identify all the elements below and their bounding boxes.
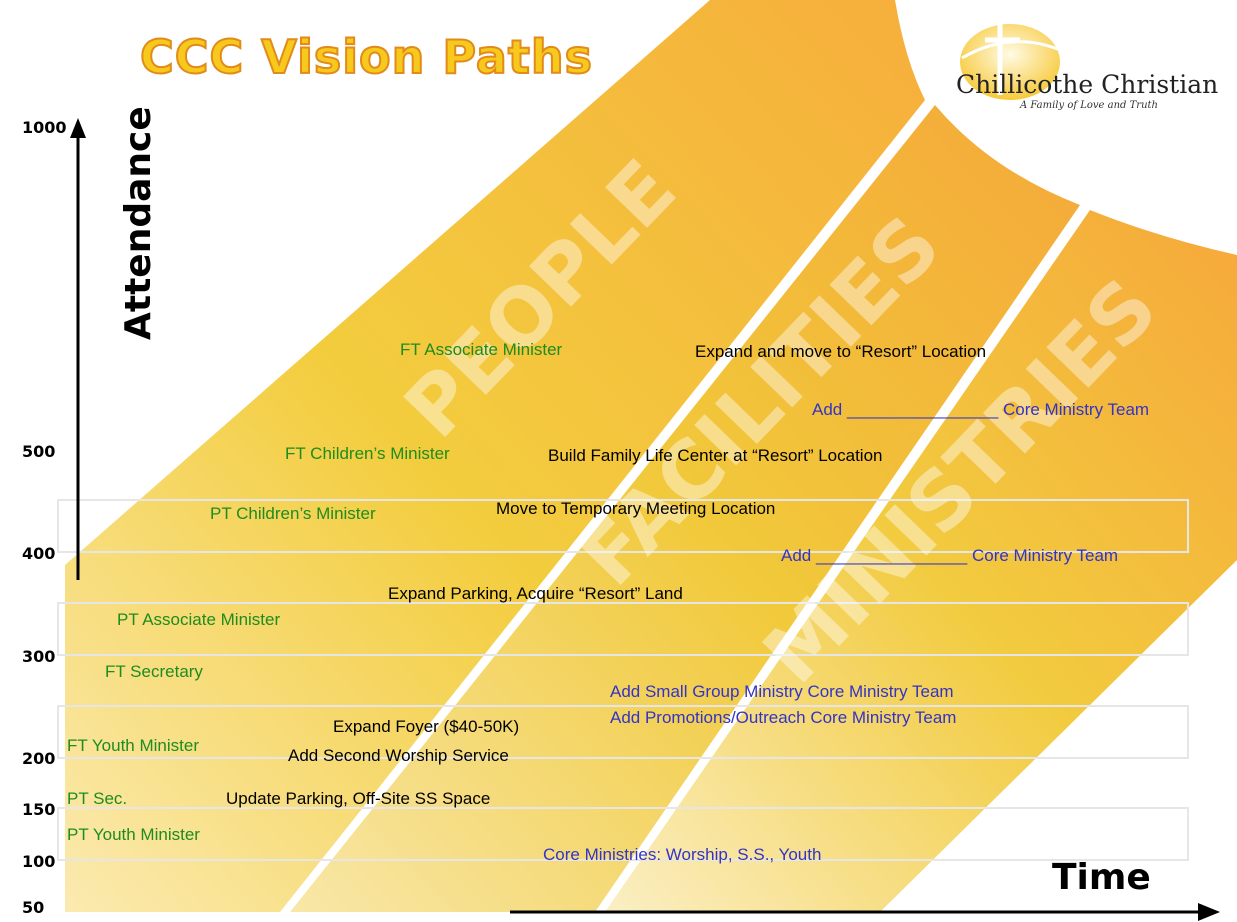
y-tick-label: 50 [22, 898, 45, 917]
people-milestone: FT Youth Minister [67, 736, 199, 755]
guide-box [57, 602, 1189, 656]
guide-box [57, 705, 1189, 759]
people-milestone: FT Children’s Minister [285, 444, 450, 463]
facilities-milestone: Build Family Life Center at “Resort” Loc… [548, 446, 883, 465]
ministries-milestone: Add Small Group Ministry Core Ministry T… [610, 682, 954, 701]
y-tick-label: 500 [22, 442, 56, 461]
people-milestone: PT Sec. [67, 789, 128, 808]
guide-box [57, 807, 1189, 861]
x-axis-arrow [510, 903, 1220, 921]
ministries-milestone: Core Ministries: Worship, S.S., Youth [543, 845, 822, 864]
ministries-milestone: Add Promotions/Outreach Core Ministry Te… [610, 708, 957, 727]
y-tick-label: 200 [22, 749, 56, 768]
ministries-band [605, 210, 1237, 912]
y-tick-label: 150 [22, 800, 56, 819]
logo-emblem [960, 20, 1061, 100]
people-milestone: FT Associate Minister [400, 340, 563, 359]
facilities-milestone: Expand Parking, Acquire “Resort” Land [388, 584, 683, 603]
people-milestone: PT Children’s Minister [210, 504, 376, 523]
logo-name: Chillicothe Christian [956, 70, 1219, 99]
facilities-milestone: Add Second Worship Service [288, 746, 509, 765]
y-tick-label: 400 [22, 544, 56, 563]
y-axis-title: Attendance [118, 106, 159, 340]
people-band [65, 0, 925, 912]
page-title: CCC Vision Paths [139, 29, 593, 85]
facilities-milestone: Update Parking, Off-Site SS Space [226, 789, 491, 808]
y-tick-label: 300 [22, 647, 56, 666]
ministries-milestone: Add ________________ Core Ministry Team [812, 400, 1150, 419]
facilities-milestone: Expand and move to “Resort” Location [695, 342, 987, 361]
y-tick-label: 100 [22, 852, 56, 871]
facilities-band [290, 105, 1080, 912]
people-milestone: PT Associate Minister [117, 610, 281, 629]
people-milestone: FT Secretary [105, 662, 203, 681]
facilities-milestone: Expand Foyer ($40-50K) [333, 717, 520, 736]
y-axis-arrow [70, 118, 86, 580]
y-tick-label: 1000 [22, 118, 67, 137]
people-milestone: PT Youth Minister [67, 825, 200, 844]
x-axis-title: Time [1052, 857, 1151, 898]
ministries-milestone: Add ________________ Core Ministry Team [781, 546, 1119, 565]
guide-box [57, 499, 1189, 553]
logo-tagline: A Family of Love and Truth [1020, 100, 1158, 111]
facilities-milestone: Move to Temporary Meeting Location [496, 499, 776, 518]
